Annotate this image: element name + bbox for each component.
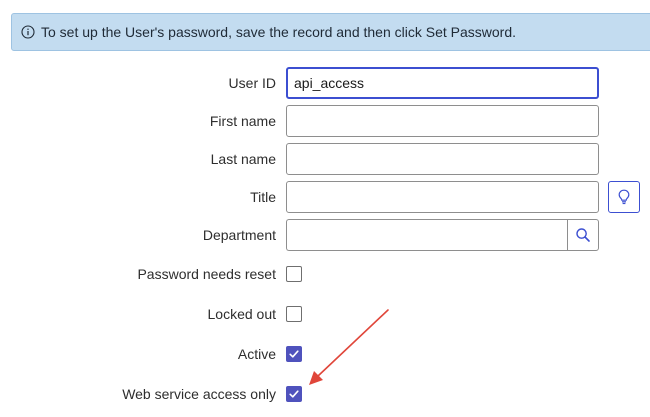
title-row: Title	[0, 180, 650, 214]
last-name-row: Last name	[0, 142, 650, 176]
title-input[interactable]	[286, 181, 599, 213]
password-needs-reset-checkbox[interactable]	[286, 266, 302, 282]
password-needs-reset-row: Password needs reset	[0, 257, 650, 291]
first-name-input[interactable]	[286, 105, 599, 137]
active-label: Active	[237, 346, 276, 362]
title-label: Title	[250, 189, 276, 205]
locked-out-checkbox[interactable]	[286, 306, 302, 322]
search-icon	[575, 227, 591, 243]
active-checkbox[interactable]	[286, 346, 302, 362]
lightbulb-icon	[617, 189, 631, 205]
department-row: Department	[0, 218, 650, 252]
title-suggestion-button[interactable]	[608, 181, 640, 213]
user-id-row: User ID	[0, 66, 650, 100]
user-id-label: User ID	[228, 75, 276, 91]
last-name-input[interactable]	[286, 143, 599, 175]
locked-out-label: Locked out	[207, 306, 277, 322]
active-row: Active	[0, 337, 650, 371]
department-input[interactable]	[286, 219, 568, 251]
info-banner-text: To set up the User's password, save the …	[41, 24, 517, 40]
department-label: Department	[202, 227, 276, 243]
user-id-input[interactable]	[286, 67, 599, 99]
last-name-label: Last name	[210, 151, 276, 167]
password-needs-reset-label: Password needs reset	[137, 266, 276, 282]
web-service-access-only-row: Web service access only	[0, 377, 650, 411]
first-name-row: First name	[0, 104, 650, 138]
info-circle-icon	[21, 25, 35, 39]
web-service-access-only-label: Web service access only	[122, 386, 276, 402]
locked-out-row: Locked out	[0, 297, 650, 331]
department-lookup-button[interactable]	[567, 219, 599, 251]
first-name-label: First name	[209, 113, 276, 129]
checkmark-icon	[288, 388, 300, 400]
checkmark-icon	[288, 348, 300, 360]
info-banner: To set up the User's password, save the …	[11, 13, 650, 51]
web-service-access-only-checkbox[interactable]	[286, 386, 302, 402]
